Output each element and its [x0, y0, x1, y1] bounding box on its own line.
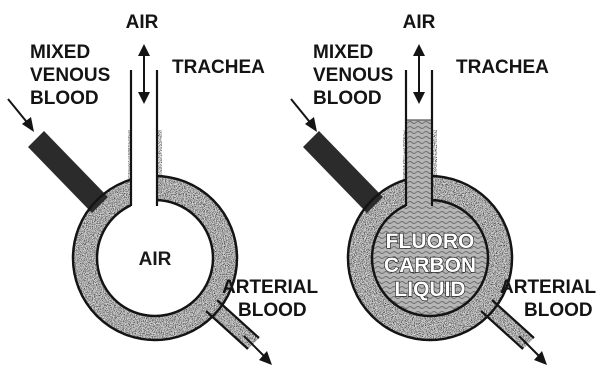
right-carbon-label: CARBON — [384, 254, 476, 277]
right-blood-label: BLOOD — [313, 88, 382, 109]
right-fluoro-label: FLUORO — [386, 230, 475, 253]
right-venous-label: VENOUS — [313, 65, 393, 86]
right-arterial-blood-label: BLOOD — [524, 300, 593, 321]
left-center-air-label: AIR — [139, 249, 172, 270]
left-blood-label: BLOOD — [30, 88, 99, 109]
left-trachea-label: TRACHEA — [172, 57, 265, 78]
right-air-top-label: AIR — [403, 12, 436, 33]
left-model: AIR MIXED VENOUS BLOOD TRACHEA AIR ARTER… — [0, 12, 318, 373]
left-arterial-arrow — [244, 336, 272, 365]
right-trachea-label: TRACHEA — [456, 57, 549, 78]
left-venous-label: VENOUS — [30, 65, 110, 86]
left-air-top-label: AIR — [126, 12, 159, 33]
right-liquid-label: LIQUID — [394, 278, 465, 301]
left-arterial-blood-label: BLOOD — [238, 300, 307, 321]
right-arterial-label: ARTERIAL — [500, 277, 596, 298]
right-model: AIR MIXED VENOUS BLOOD TRACHEA FLUORO CA… — [291, 12, 611, 373]
left-mixed-label: MIXED — [30, 42, 90, 63]
right-trachea-liquid — [406, 120, 432, 212]
right-mixed-label: MIXED — [313, 42, 373, 63]
left-arterial-label: ARTERIAL — [222, 277, 318, 298]
right-arterial-arrow — [519, 336, 547, 365]
